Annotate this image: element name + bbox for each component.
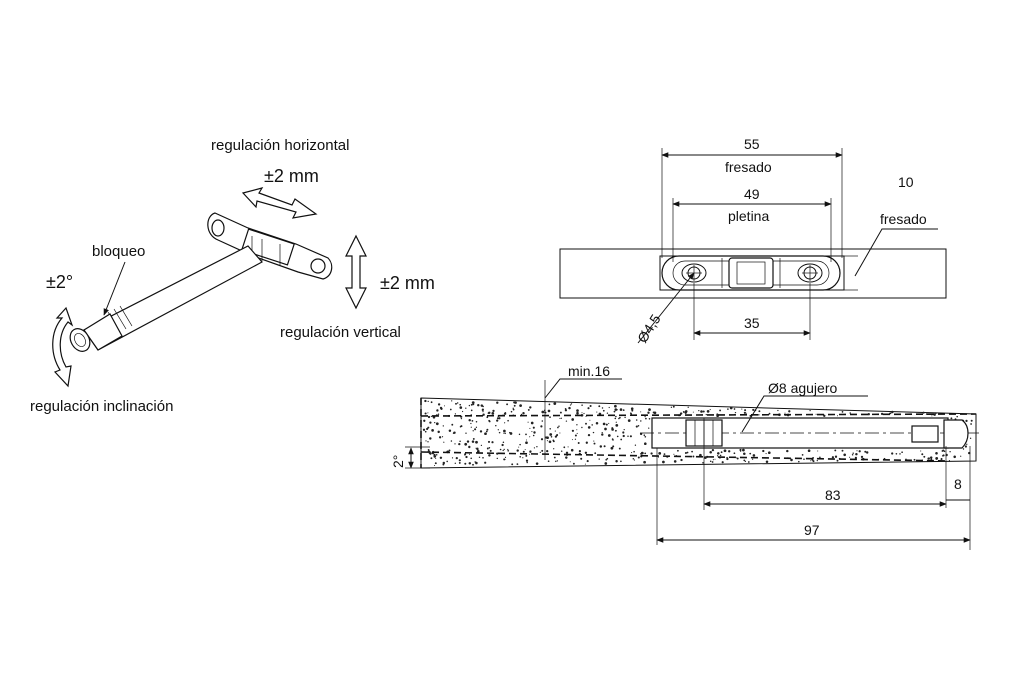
- dim-55: 55: [744, 136, 760, 152]
- reg-inclination-label: regulación inclinación: [30, 398, 173, 415]
- reg-horizontal-value: ±2 mm: [264, 166, 319, 186]
- dim-35: 35: [744, 315, 760, 331]
- panel-outline: [559, 248, 947, 299]
- min-thickness-label: min.16: [568, 363, 610, 379]
- connector-3d-view: [52, 187, 367, 388]
- particle-board-texture: [422, 399, 973, 467]
- fresado-top-label: fresado: [725, 159, 772, 175]
- section-view: [405, 378, 982, 550]
- pletina-label: pletina: [728, 208, 769, 224]
- hole-label: Ø8 agujero: [768, 380, 837, 396]
- reg-vertical-label: regulación vertical: [280, 324, 401, 341]
- vertical-adjust-arrow-icon: [345, 234, 367, 310]
- inclination-arrow-icon: [52, 306, 74, 388]
- dim-8: 8: [954, 476, 962, 492]
- center-block: [728, 257, 774, 289]
- fresado-right-label: fresado: [880, 211, 927, 227]
- dim-49: 49: [744, 186, 760, 202]
- dim-83: 83: [825, 487, 841, 503]
- bloqueo-label: bloqueo: [92, 243, 145, 260]
- connector-shaft: [69, 245, 263, 352]
- reg-vertical-value: ±2 mm: [380, 273, 435, 293]
- angle-label: 2°: [390, 455, 406, 468]
- horizontal-adjust-arrow-icon: [241, 187, 318, 219]
- inclination-value: ±2°: [46, 272, 73, 292]
- dim-97: 97: [804, 522, 820, 538]
- dim-10: 10: [898, 174, 914, 190]
- hole-right: [797, 263, 823, 283]
- reg-horizontal-label: regulación horizontal: [211, 137, 349, 154]
- plan-view: [559, 148, 947, 344]
